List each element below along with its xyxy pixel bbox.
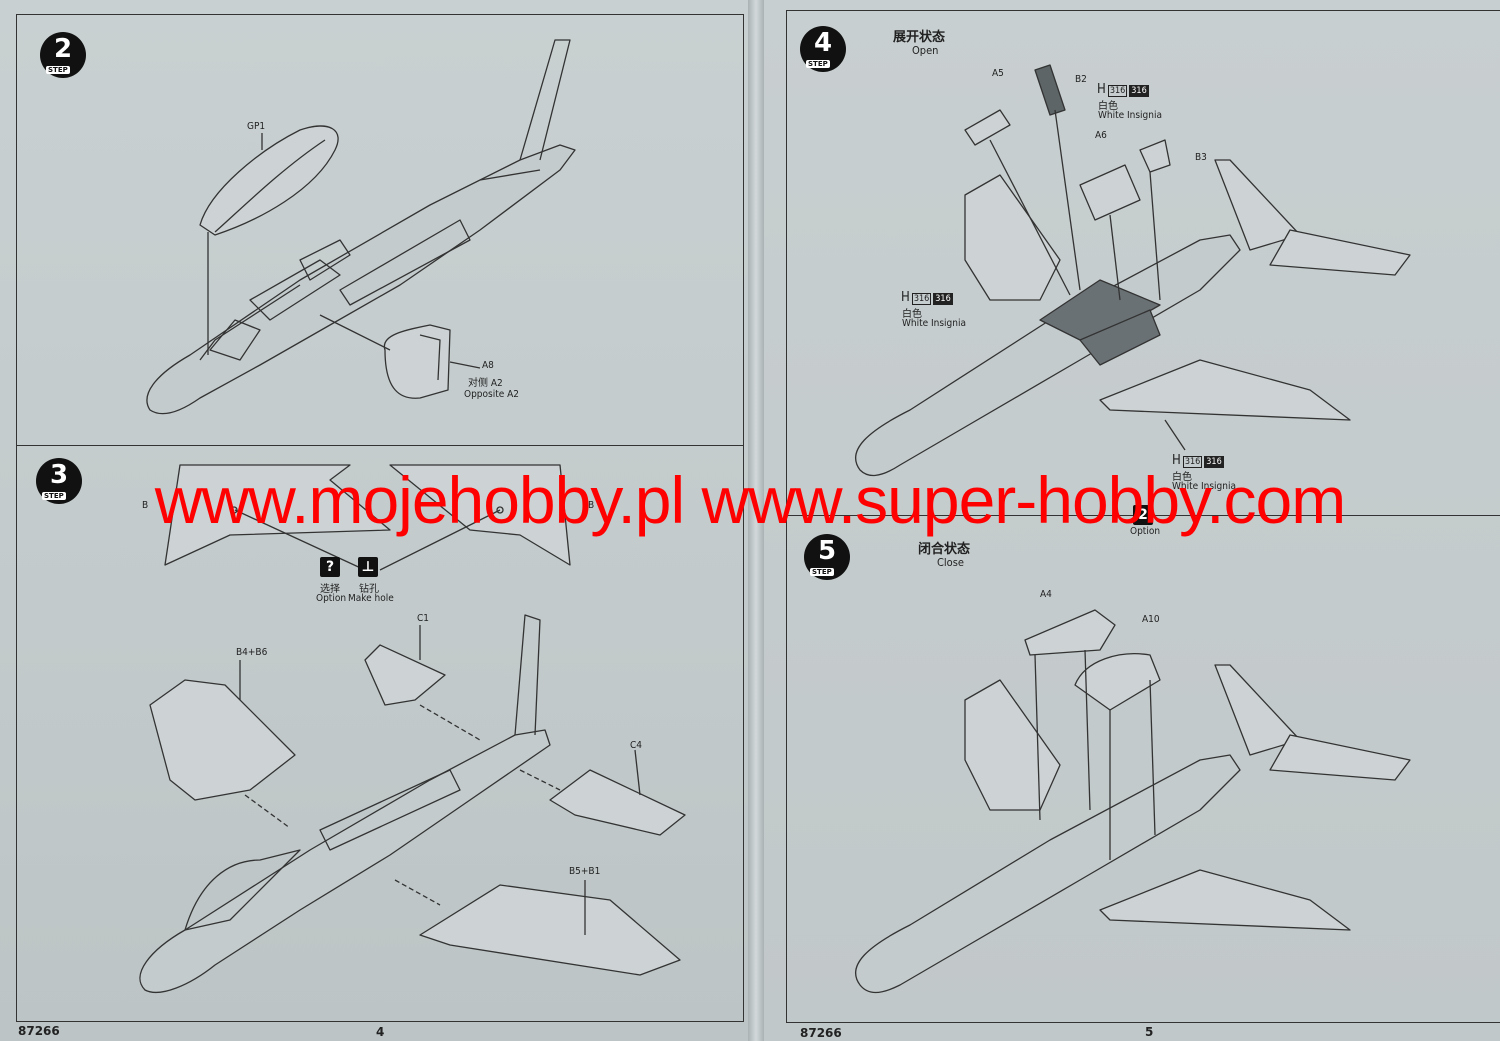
- step5-canopy-parts: [1024, 609, 1161, 860]
- step-5-badge: 5 STEP: [804, 534, 850, 580]
- step3-plates: [164, 464, 571, 571]
- insignia-top-en: White Insignia: [1098, 110, 1162, 121]
- catalog-number-left: 87266: [18, 1024, 60, 1038]
- panel-step-5: [786, 515, 1500, 1023]
- right-page: [760, 0, 1500, 1041]
- part-label-c4: C4: [630, 740, 643, 751]
- part-label-b3: B3: [1195, 152, 1207, 163]
- catalog-number-right: 87266: [800, 1026, 842, 1040]
- part-label-gp1: GP1: [247, 121, 266, 132]
- step-5-title-en: Close: [937, 556, 964, 569]
- option-icon-step4: 2: [1133, 505, 1153, 525]
- insignia-bottom-en: White Insignia: [1172, 481, 1236, 492]
- step3-tailplane-left: [364, 625, 481, 741]
- part-label-a10: A10: [1142, 614, 1160, 625]
- watermark-text: www.mojehobby.pl www.super-hobby.com: [154, 463, 1346, 537]
- part-label-plate-left: B: [142, 500, 149, 511]
- part-label-a8: A8: [482, 360, 494, 371]
- insignia-bottom-cn: 白色: [1172, 472, 1192, 483]
- step4-fuselage: [854, 159, 1411, 477]
- part-label-opposite-cn: 对侧 A2: [468, 378, 503, 389]
- page-number-right: 5: [1145, 1025, 1154, 1039]
- option-label-cn: 选择: [320, 584, 340, 595]
- part-label-c1: C1: [417, 613, 430, 624]
- step-5-title-cn: 闭合状态: [918, 542, 971, 557]
- step3-tailplane-right: [519, 749, 686, 836]
- make-hole-label-cn: 钻孔: [359, 584, 379, 595]
- step-2-badge: 2 STEP: [40, 32, 86, 78]
- insignia-left-cn: 白色: [902, 309, 922, 320]
- option-label-step4: Option: [1130, 526, 1161, 537]
- step5-fuselage: [854, 664, 1411, 994]
- make-hole-icon: ⊥: [358, 557, 378, 577]
- part-label-a5: A5: [992, 68, 1004, 79]
- part-label-b2: B2: [1075, 74, 1087, 85]
- insignia-top-cn: 白色: [1098, 101, 1118, 112]
- panel-step-3: [16, 445, 744, 1022]
- part-label-a4: A4: [1040, 589, 1052, 600]
- option-label-en: Option: [316, 593, 347, 604]
- page-gutter: [748, 0, 764, 1041]
- part-label-opposite-en: Opposite A2: [464, 389, 519, 400]
- step4-canopy-parts: [964, 64, 1186, 451]
- make-hole-label-en: Make hole: [348, 593, 394, 604]
- step2-fuselage: [146, 39, 576, 415]
- panel-step-2: [16, 14, 744, 446]
- insignia-left-en: White Insignia: [902, 318, 966, 329]
- page-number-left: 4: [376, 1025, 385, 1039]
- step-4-badge: 4 STEP: [800, 26, 846, 72]
- part-label-b4-b6: B4+B6: [236, 647, 268, 658]
- option-icon: ?: [320, 557, 340, 577]
- step2-canopy: [199, 125, 339, 355]
- step-3-badge: 3 STEP: [36, 458, 82, 504]
- step-4-title-cn: 展开状态: [893, 30, 946, 45]
- part-label-a6: A6: [1095, 130, 1107, 141]
- step2-intake: [319, 314, 481, 399]
- step3-right-wing: [394, 879, 681, 976]
- step3-fuselage: [139, 614, 551, 994]
- part-label-b5-b1: B5+B1: [569, 866, 601, 877]
- step3-left-wing: [149, 660, 296, 829]
- part-label-plate-right: B: [588, 500, 595, 511]
- step-4-title-en: Open: [912, 44, 939, 57]
